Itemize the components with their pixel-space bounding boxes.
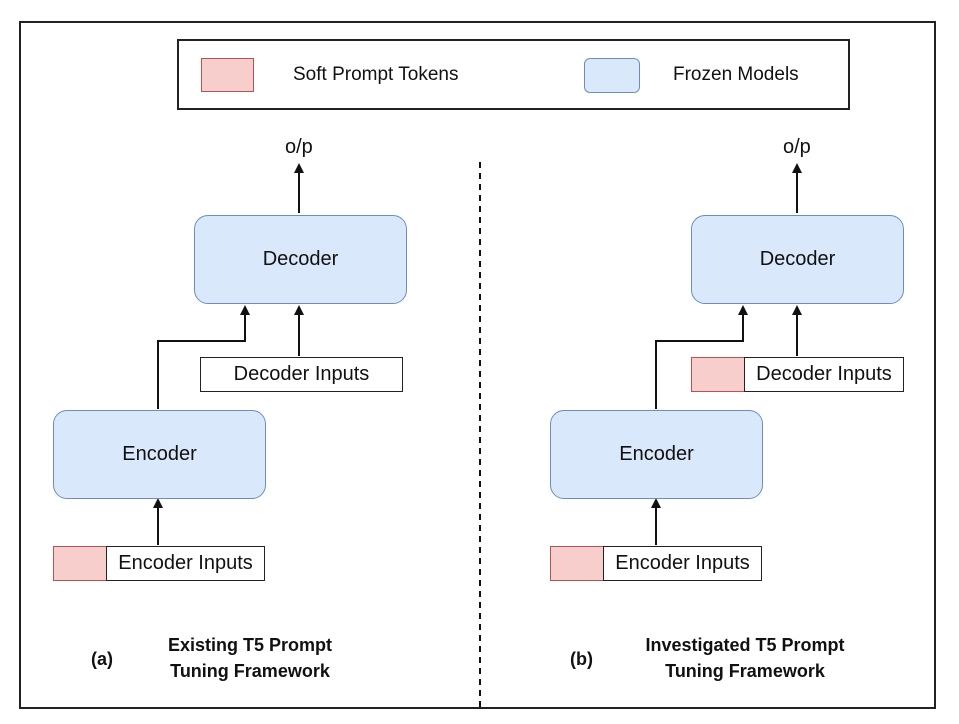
caption-a-line1: Existing T5 Prompt	[167, 635, 333, 655]
caption-a: Existing T5 Prompt Tuning Framework	[150, 632, 350, 684]
arrow-encoder-to-decoder-a	[157, 305, 250, 409]
decoder-block-a: Decoder	[194, 215, 407, 304]
output-label-b: o/p	[783, 136, 811, 158]
caption-b-line1: Investigated T5 Prompt	[645, 635, 845, 655]
encoder-block-b: Encoder	[550, 410, 763, 499]
arrow-encoder-to-decoder-b	[655, 305, 748, 409]
encoder-inputs-box-a: Encoder Inputs	[106, 546, 265, 581]
soft-prompt-token-encoder-b	[550, 546, 604, 581]
soft-prompt-token-decoder-b	[691, 357, 745, 392]
caption-letter-b: (b)	[570, 649, 593, 669]
caption-b-line2: Tuning Framework	[665, 661, 825, 681]
legend-frozen-label: Frozen Models	[673, 64, 799, 85]
output-label-a: o/p	[285, 136, 313, 158]
frozen-models-swatch	[584, 58, 640, 93]
soft-prompt-token-encoder-a	[53, 546, 107, 581]
decoder-inputs-box-a: Decoder Inputs	[200, 357, 403, 392]
legend	[177, 39, 850, 110]
decoder-inputs-box-b: Decoder Inputs	[744, 357, 904, 392]
legend-soft-prompt-label: Soft Prompt Tokens	[293, 64, 459, 85]
caption-a-line2: Tuning Framework	[170, 661, 330, 681]
soft-prompt-swatch	[201, 58, 254, 92]
encoder-inputs-box-b: Encoder Inputs	[603, 546, 762, 581]
caption-letter-a: (a)	[91, 649, 113, 669]
caption-b: Investigated T5 Prompt Tuning Framework	[630, 632, 860, 684]
encoder-block-a: Encoder	[53, 410, 266, 499]
decoder-block-b: Decoder	[691, 215, 904, 304]
